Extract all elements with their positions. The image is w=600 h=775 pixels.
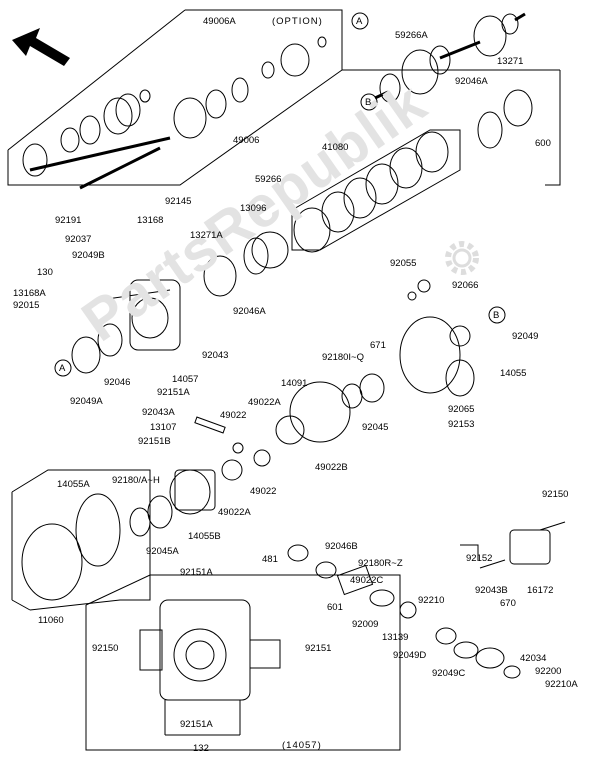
marker-a-top bbox=[351, 12, 369, 30]
part-label: 49022 bbox=[250, 486, 277, 497]
part-label: 92065 bbox=[448, 404, 475, 415]
part-label: 92180R~Z bbox=[358, 558, 403, 569]
part-label: 49022C bbox=[350, 575, 384, 586]
part-label: 49022A bbox=[218, 507, 251, 518]
part-label: 49006A bbox=[203, 16, 236, 27]
part-label: 600 bbox=[535, 138, 551, 149]
part-label: 13168A bbox=[13, 288, 46, 299]
part-label: 92151 bbox=[305, 643, 332, 654]
part-label: 14055B bbox=[188, 531, 221, 542]
part-label: 92150 bbox=[92, 643, 119, 654]
part-label: 92046B bbox=[325, 541, 358, 552]
part-label: 92009 bbox=[352, 619, 379, 630]
marker-a-mid bbox=[54, 359, 72, 377]
rear-drive-shaft-box bbox=[7, 9, 560, 190]
part-label: 601 bbox=[327, 602, 343, 613]
part-label: 92055 bbox=[390, 258, 417, 269]
part-label: 92151B bbox=[138, 436, 171, 447]
part-label: 92200 bbox=[535, 666, 562, 677]
part-label: 13168 bbox=[137, 215, 164, 226]
part-label: 92049D bbox=[393, 650, 427, 661]
part-label: 49006 bbox=[233, 135, 260, 146]
part-label: 92150 bbox=[542, 489, 569, 500]
part-label: 92043 bbox=[202, 350, 229, 361]
part-label: 13139 bbox=[382, 632, 409, 643]
part-label: 92180/A~H bbox=[112, 475, 160, 486]
part-label: 14091 bbox=[281, 378, 308, 389]
clutch-plate-stack bbox=[291, 129, 461, 253]
part-label: 92152 bbox=[466, 553, 493, 564]
part-label: 92049B bbox=[72, 250, 105, 261]
part-label: 13271A bbox=[190, 230, 223, 241]
part-label: 92145 bbox=[165, 196, 192, 207]
part-label: 92151A bbox=[157, 387, 190, 398]
part-label: 92046A bbox=[455, 76, 488, 87]
gear-icon bbox=[445, 241, 479, 275]
part-label: 92151A bbox=[180, 567, 213, 578]
part-label: 92049A bbox=[70, 396, 103, 407]
part-label: 92045 bbox=[362, 422, 389, 433]
part-label: 49022A bbox=[248, 397, 281, 408]
part-label: 14055A bbox=[57, 479, 90, 490]
part-label: 59266 bbox=[255, 174, 282, 185]
part-label: 14055 bbox=[500, 368, 527, 379]
front-gear-case-parts bbox=[71, 231, 475, 445]
marker-b-top bbox=[360, 93, 378, 111]
assembly-note: (14057) bbox=[282, 740, 322, 751]
marker-a-top-letter: A bbox=[356, 16, 363, 27]
part-label: 92046 bbox=[104, 377, 131, 388]
option-note: (OPTION) bbox=[272, 16, 323, 27]
part-label: 132 bbox=[193, 743, 209, 754]
part-label: 92210A bbox=[545, 679, 578, 690]
part-label: 92043A bbox=[142, 407, 175, 418]
part-label: 92151A bbox=[180, 719, 213, 730]
differential-parts bbox=[129, 416, 271, 537]
marker-b-mid-letter: B bbox=[493, 310, 500, 321]
part-label: 92153 bbox=[448, 419, 475, 430]
part-label: 49022B bbox=[315, 462, 348, 473]
part-label: 92046A bbox=[233, 306, 266, 317]
part-label: 11060 bbox=[38, 615, 64, 626]
part-label: 16172 bbox=[527, 585, 554, 596]
part-label: 41080 bbox=[322, 142, 349, 153]
marker-b-top-letter: B bbox=[365, 97, 372, 108]
part-label: 92049 bbox=[512, 331, 539, 342]
part-label: 92045A bbox=[146, 546, 179, 557]
part-label: 49022 bbox=[220, 410, 247, 421]
part-label: 92180I~Q bbox=[322, 352, 364, 363]
marker-a-mid-letter: A bbox=[59, 363, 66, 374]
part-label: 92049C bbox=[432, 668, 466, 679]
gear-case-assembly-box bbox=[85, 574, 401, 751]
part-label: 92210 bbox=[418, 595, 445, 606]
part-label: 59266A bbox=[395, 30, 428, 41]
part-label: 130 bbox=[37, 267, 53, 278]
part-label: 13271 bbox=[497, 56, 524, 67]
part-label: 670 bbox=[500, 598, 516, 609]
part-label: 42034 bbox=[520, 653, 547, 664]
part-label: 13107 bbox=[150, 422, 177, 433]
part-label: 671 bbox=[370, 340, 386, 351]
direction-arrow-icon bbox=[12, 28, 70, 66]
part-label: 13096 bbox=[240, 203, 267, 214]
rear-housing-box bbox=[11, 469, 151, 611]
marker-b-mid bbox=[488, 306, 506, 324]
part-label: 92015 bbox=[13, 300, 40, 311]
part-label: 92066 bbox=[452, 280, 479, 291]
part-label: 92191 bbox=[55, 215, 82, 226]
part-label: 481 bbox=[262, 554, 278, 565]
part-label: 92043B bbox=[475, 585, 508, 596]
front-drive-shaft bbox=[374, 12, 561, 186]
bevel-pinion-parts bbox=[287, 521, 566, 679]
part-label: 92037 bbox=[65, 234, 92, 245]
part-label: 14057 bbox=[172, 374, 199, 385]
